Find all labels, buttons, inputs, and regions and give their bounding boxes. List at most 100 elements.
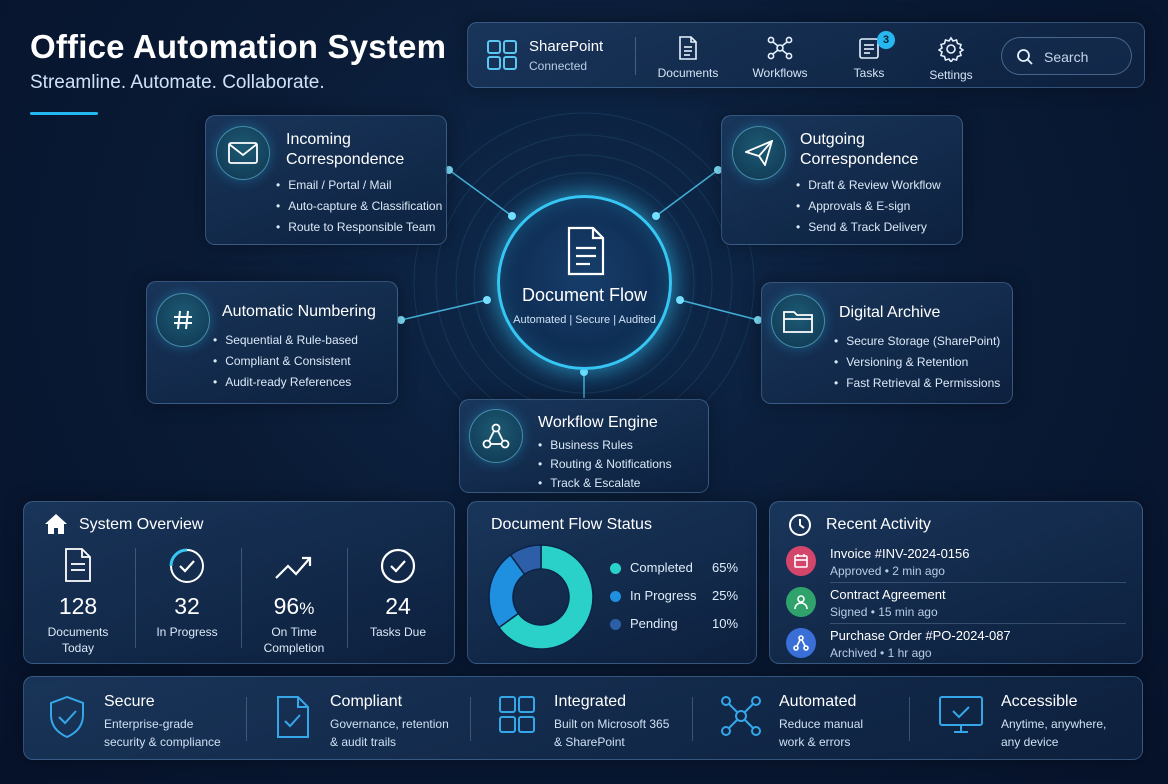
donut-slice-pending — [509, 544, 542, 576]
list-item: Draft & Review Workflow — [796, 175, 940, 196]
folder-icon-badge — [771, 294, 825, 348]
legend-value: 10% — [712, 616, 739, 631]
stat-in-progress: 32 In Progress — [137, 548, 237, 640]
stat-tasks-due: 24 Tasks Due — [348, 548, 448, 640]
document-flow-hub[interactable]: Document Flow Automated | Secure | Audit… — [497, 195, 672, 370]
stat-label-line1: Documents — [47, 625, 109, 639]
divider — [909, 697, 910, 741]
legend-name: Pending — [630, 616, 678, 631]
feature-integrated: Integrated Built on Microsoft 365& Share… — [498, 677, 698, 761]
flow-status-panel: Document Flow Status Completed 65% In Pr… — [467, 501, 757, 664]
numbering-list: Sequential & Rule-based Compliant & Cons… — [213, 330, 358, 393]
paper-plane-icon — [745, 140, 773, 166]
feature-desc-line2: security & compliance — [104, 735, 221, 749]
activity-status: Signed — [830, 605, 868, 619]
monitor-icon — [939, 696, 983, 733]
mail-icon — [228, 142, 258, 164]
activity-item[interactable]: Purchase Order #PO-2024-087 Archived • 1… — [786, 628, 1126, 668]
incoming-list: Email / Portal / Mail Auto-capture & Cla… — [276, 175, 442, 238]
nav-settings[interactable]: Settings — [911, 33, 991, 83]
stat-value: 96% — [244, 593, 344, 620]
clock-icon — [789, 514, 811, 536]
list-item: Fast Retrieval & Permissions — [834, 373, 1000, 394]
activity-time: 1 hr ago — [887, 646, 932, 660]
flow-status-title: Document Flow Status — [491, 516, 652, 533]
activity-time: 2 min ago — [892, 564, 945, 578]
list-item: Secure Storage (SharePoint) — [834, 331, 1000, 352]
legend-name: In Progress — [630, 588, 697, 603]
purchase-order-icon — [786, 628, 816, 658]
hash-icon-badge — [156, 293, 210, 347]
legend-in-progress: In Progress 25% — [610, 587, 740, 607]
activity-item[interactable]: Contract Agreement Signed • 15 min ago — [786, 587, 1126, 627]
stat-value: 24 — [385, 593, 411, 619]
divider — [135, 548, 136, 648]
divider — [830, 623, 1126, 624]
list-item: Approvals & E-sign — [796, 196, 941, 217]
workflow-icon — [793, 635, 809, 651]
incoming-title-line2: Correspondence — [286, 151, 405, 168]
stat-value: 32 — [174, 593, 200, 619]
contract-icon — [786, 587, 816, 617]
outgoing-correspondence-card[interactable]: Outgoing Correspondence Draft & Review W… — [721, 115, 963, 245]
feature-desc-line2: work & errors — [779, 735, 851, 749]
feature-desc-line1: Reduce manual — [779, 717, 864, 731]
automatic-numbering-card[interactable]: Automatic Numbering Sequential & Rule-ba… — [146, 281, 398, 404]
activity-item[interactable]: Invoice #INV-2024-0156 Approved • 2 min … — [786, 546, 1126, 586]
incoming-correspondence-card[interactable]: Incoming Correspondence Email / Portal /… — [205, 115, 447, 245]
page-subtitle: Streamline. Automate. Collaborate. — [30, 72, 325, 93]
divider — [241, 548, 242, 648]
donut-slice-completed — [497, 544, 594, 650]
incoming-title: Incoming Correspondence — [286, 130, 404, 170]
outgoing-title: Outgoing Correspondence — [800, 130, 918, 170]
nav-workflows[interactable]: Workflows — [740, 33, 820, 83]
network-icon — [721, 696, 761, 736]
activity-item-title: Invoice #INV-2024-0156 — [830, 546, 970, 561]
title-underline — [30, 112, 98, 115]
stat-value: 128 — [58, 593, 98, 619]
legend-value: 65% — [712, 560, 739, 575]
list-item: Routing & Notifications — [538, 455, 671, 474]
home-icon — [45, 514, 67, 534]
feature-title: Compliant — [330, 693, 403, 710]
network-icon — [767, 36, 793, 60]
numbering-title: Automatic Numbering — [222, 303, 376, 320]
divider — [347, 548, 348, 648]
shield-icon — [50, 695, 84, 739]
sharepoint-status: Connected — [529, 59, 588, 73]
nav-tasks-label: Tasks — [853, 66, 885, 80]
stat-label-line1: On Time — [271, 625, 317, 639]
send-icon-badge — [732, 126, 786, 180]
nav-workflows-label: Workflows — [752, 66, 808, 80]
calendar-icon — [794, 554, 808, 568]
search-box[interactable] — [1001, 37, 1132, 75]
list-item: Business Rules — [538, 436, 672, 455]
search-input[interactable] — [1044, 46, 1124, 68]
page-title: Office Automation System — [30, 28, 447, 65]
nav-documents[interactable]: Documents — [648, 33, 728, 83]
tasks-badge: 3 — [877, 31, 895, 49]
document-icon — [567, 226, 605, 276]
legend-pending: Pending 10% — [610, 615, 740, 635]
grid-icon — [499, 696, 535, 733]
nav-divider — [635, 37, 636, 75]
activity-status: Archived — [830, 646, 877, 660]
gear-icon — [938, 36, 964, 62]
nav-tasks[interactable]: 3 Tasks — [829, 31, 909, 83]
workflow-engine-card[interactable]: Workflow Engine Business Rules Routing &… — [459, 399, 709, 493]
digital-archive-card[interactable]: Digital Archive Secure Storage (SharePoi… — [761, 282, 1013, 404]
legend-value: 25% — [712, 588, 739, 603]
progress-check-icon — [169, 548, 204, 583]
divider — [830, 582, 1126, 583]
feature-desc-line2: & audit trails — [330, 735, 397, 749]
activity-item-meta: Approved • 2 min ago — [830, 564, 945, 578]
feature-desc-line1: Built on Microsoft 365 — [554, 717, 670, 731]
list-item: Send & Track Delivery — [796, 217, 941, 238]
legend-name: Completed — [630, 560, 693, 575]
